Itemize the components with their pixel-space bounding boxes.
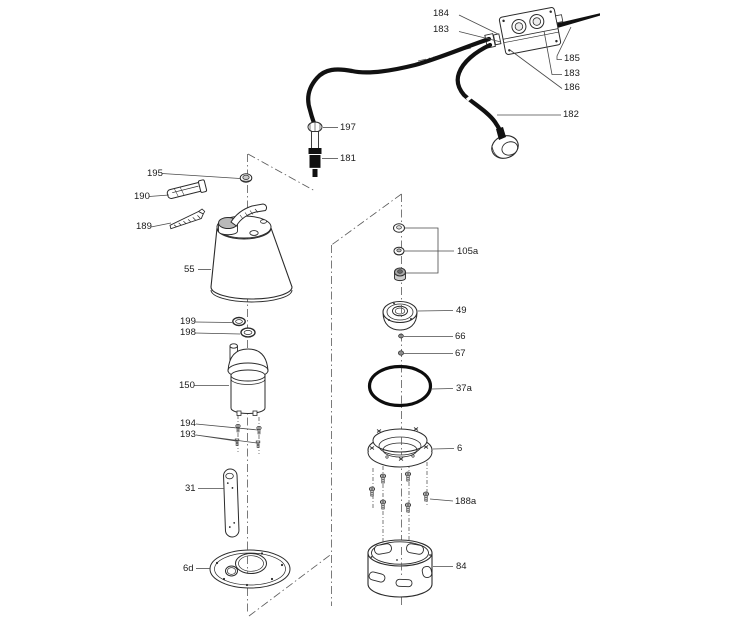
part-195-ring bbox=[239, 173, 253, 183]
part-55-housing bbox=[210, 203, 293, 303]
callout-186: 186 bbox=[564, 82, 580, 93]
left-assembly bbox=[166, 173, 293, 589]
callout-195: 195 bbox=[147, 168, 163, 179]
callout-189: 189 bbox=[136, 221, 152, 232]
callout-6: 6 bbox=[457, 443, 463, 454]
part-31-rod bbox=[223, 468, 240, 538]
callout-181: 181 bbox=[340, 153, 356, 164]
callout-67: 67 bbox=[455, 348, 466, 359]
callout-49: 49 bbox=[456, 305, 467, 316]
part-199-oring bbox=[232, 316, 246, 327]
cable-to-connector bbox=[306, 36, 492, 126]
callout-185: 185 bbox=[564, 53, 580, 64]
part-49-impeller bbox=[382, 300, 418, 331]
callout-183-left: 183 bbox=[433, 24, 449, 35]
plug-boot bbox=[496, 127, 506, 140]
switch-box bbox=[498, 7, 564, 55]
cable-to-plug bbox=[455, 42, 503, 135]
part-37a-oring bbox=[367, 364, 433, 408]
part-190-pin bbox=[166, 179, 208, 199]
axis-overlay-segments bbox=[247, 305, 402, 578]
callout-188a: 188a bbox=[455, 496, 477, 507]
connector-181 bbox=[308, 148, 322, 177]
callout-182: 182 bbox=[563, 109, 579, 120]
callout-31: 31 bbox=[185, 483, 196, 494]
part-189-clip bbox=[169, 208, 206, 230]
cord-185 bbox=[554, 13, 600, 29]
part-66-washer bbox=[398, 333, 404, 339]
leader-lines bbox=[148, 14, 572, 569]
right-assembly bbox=[367, 223, 433, 598]
part-6-volute bbox=[367, 427, 433, 468]
power-cord-assembly bbox=[306, 7, 600, 177]
callout-55: 55 bbox=[184, 264, 195, 275]
fitting-197 bbox=[307, 121, 323, 149]
callout-105a: 105a bbox=[457, 246, 479, 257]
callout-197: 197 bbox=[340, 122, 356, 133]
callout-37a: 37a bbox=[456, 383, 472, 394]
callout-198: 198 bbox=[180, 327, 196, 338]
part-105a-set bbox=[393, 223, 406, 282]
callout-199: 199 bbox=[180, 316, 196, 327]
part-6d-plate bbox=[209, 549, 291, 589]
callout-193: 193 bbox=[180, 429, 196, 440]
callout-194: 194 bbox=[180, 418, 196, 429]
callout-66: 66 bbox=[455, 331, 466, 342]
callout-150: 150 bbox=[179, 380, 195, 391]
part-198-oring bbox=[240, 327, 256, 338]
callout-84: 84 bbox=[456, 561, 467, 572]
callout-184: 184 bbox=[433, 8, 449, 19]
part-67-nut bbox=[398, 350, 404, 356]
part-84-strainer bbox=[367, 539, 433, 598]
part-188a-screws bbox=[368, 471, 430, 513]
callout-190: 190 bbox=[134, 191, 150, 202]
callout-183-right: 183 bbox=[564, 68, 580, 79]
callout-6d: 6d bbox=[183, 563, 194, 574]
plug bbox=[491, 135, 519, 159]
part-150-motor-unit bbox=[227, 343, 269, 416]
